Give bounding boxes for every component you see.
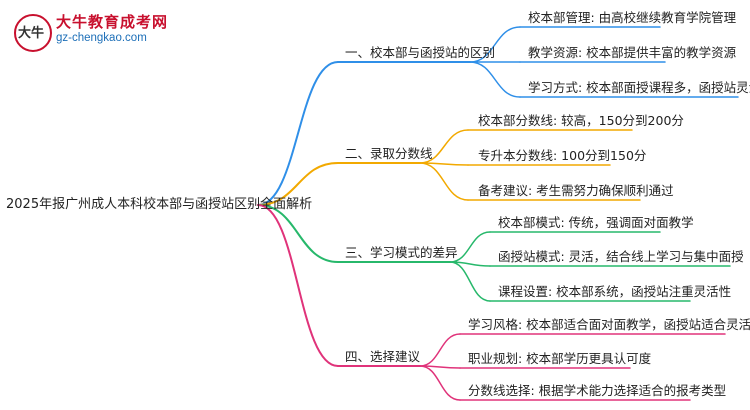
leaf-3-3: 课程设置: 校本部系统，函授站注重灵活性 [498,284,732,299]
logo-url: gz-chengkao.com [56,32,147,44]
leaf-3-1: 校本部模式: 传统，强调面对面教学 [498,215,694,230]
logo-title: 大牛教育成考网 [56,13,169,31]
leaf-4-1: 学习风格: 校本部适合面对面教学，函授站适合灵活学习 [468,317,750,332]
branch-connector-2 [257,162,339,206]
svg-text:大牛: 大牛 [18,25,44,41]
leaf-2-1: 校本部分数线: 较高，150分到200分 [478,113,684,128]
leaf-1-3: 学习方式: 校本部面授课程多，函授站灵活自学 [528,80,750,95]
leaf-4-2: 职业规划: 校本部学历更具认可度 [468,351,652,366]
leaf-connector-1-1 [469,26,521,63]
leaf-1-1: 校本部管理: 由高校继续教育学院管理 [528,10,737,25]
logo-glyph-icon: 大牛 [18,25,44,41]
leaf-connector-1-3 [469,61,521,98]
leaf-3-2: 函授站模式: 灵活，结合线上学习与集中面授 [498,249,744,264]
leaf-2-3: 备考建议: 考生需努力确保顺利通过 [478,183,674,198]
leaf-2-2: 专升本分数线: 100分到150分 [478,148,647,163]
root-topic: 2025年报广州成人本科校本部与函授站区别全面解析 [6,197,313,212]
branch-connector-4 [257,204,339,367]
leaf-connector-4-3 [419,365,461,401]
logo-badge [14,14,52,52]
branch-connector-1 [257,61,339,206]
leaf-connector-4-1 [419,333,461,367]
leaf-4-3: 分数线选择: 根据学术能力选择适合的报考类型 [468,383,727,398]
leaf-connector-2-3 [419,162,469,201]
branch-label-2: 二、录取分数线 [345,146,433,161]
branch-label-1: 一、校本部与函授站的区别 [345,45,496,60]
branch-label-3: 三、学习模式的差异 [345,245,458,260]
leaf-connector-2-1 [419,129,469,164]
branch-label-4: 四、选择建议 [345,349,421,364]
leaf-connector-3-1 [449,231,491,263]
leaf-1-2: 教学资源: 校本部提供丰富的教学资源 [528,45,737,60]
leaf-connector-3-3 [449,261,491,302]
branch-connector-3 [257,204,339,263]
